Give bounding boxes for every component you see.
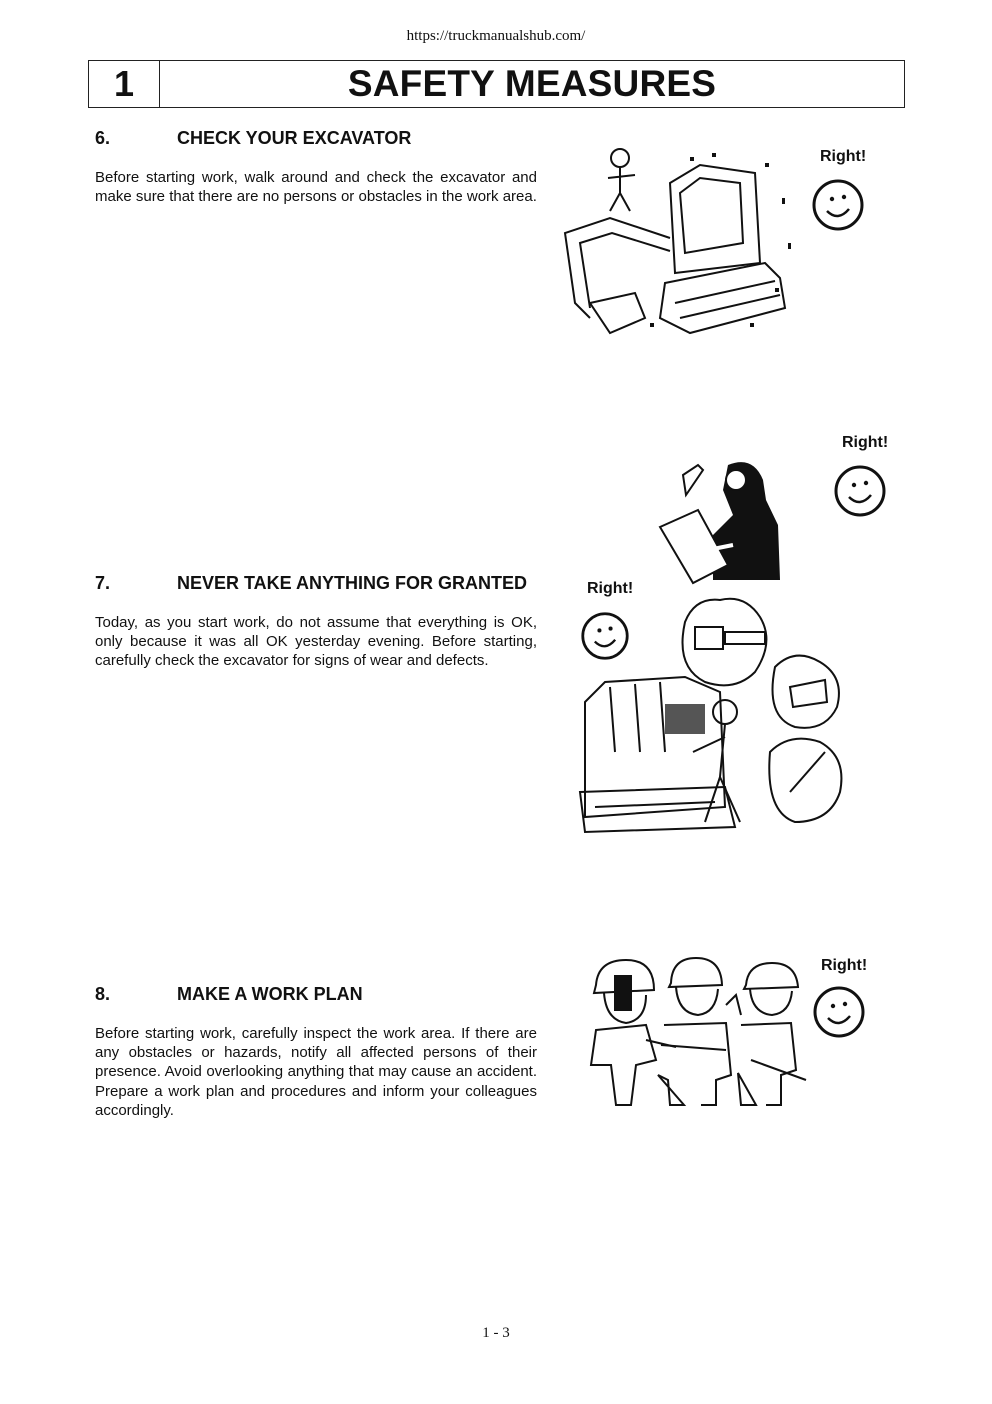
section-title: CHECK YOUR EXCAVATOR <box>177 128 412 148</box>
right-label: Right! <box>821 957 868 974</box>
section-body: Today, as you start work, do not assume … <box>95 614 537 670</box>
section-heading: 8. MAKE A WORK PLAN <box>95 983 537 1006</box>
section-number: 6. <box>95 128 111 148</box>
inspection-illustration <box>578 597 843 834</box>
section-7: 7. NEVER TAKE ANYTHING FOR GRANTED Today,… <box>95 572 537 671</box>
section-8: 8. MAKE A WORK PLAN Before starting work,… <box>95 983 537 1120</box>
excavator-illustration <box>563 148 791 335</box>
smiley-icon <box>834 465 886 517</box>
smiley-icon <box>581 612 629 660</box>
workers-illustration <box>589 956 807 1106</box>
smiley-icon <box>812 179 864 231</box>
section-6: 6. CHECK YOUR EXCAVATOR Before starting w… <box>95 127 537 206</box>
right-label: Right! <box>842 434 889 451</box>
source-url[interactable]: https://truckmanualshub.com/ <box>406 28 586 44</box>
section-body: Before starting work, walk around and ch… <box>95 169 537 206</box>
smiley-icon <box>813 986 865 1038</box>
section-title: MAKE A WORK PLAN <box>177 984 363 1004</box>
chapter-header: 1 SAFETY MEASURES <box>88 60 905 108</box>
section-heading: 7. NEVER TAKE ANYTHING FOR GRANTED <box>95 572 537 595</box>
section-number: 8. <box>95 984 111 1004</box>
chapter-title: SAFETY MEASURES <box>347 63 717 104</box>
page-number: 1 - 3 <box>482 1325 510 1341</box>
section-number: 7. <box>95 573 111 593</box>
chapter-number: 1 <box>89 61 160 107</box>
section-title: NEVER TAKE ANYTHING FOR GRANTED <box>177 573 528 593</box>
right-label: Right! <box>820 148 867 165</box>
section-heading: 6. CHECK YOUR EXCAVATOR <box>95 127 537 150</box>
section-body: Before starting work, carefully inspect … <box>95 1025 537 1119</box>
right-label: Right! <box>587 580 634 597</box>
inspector-illustration <box>658 462 780 585</box>
